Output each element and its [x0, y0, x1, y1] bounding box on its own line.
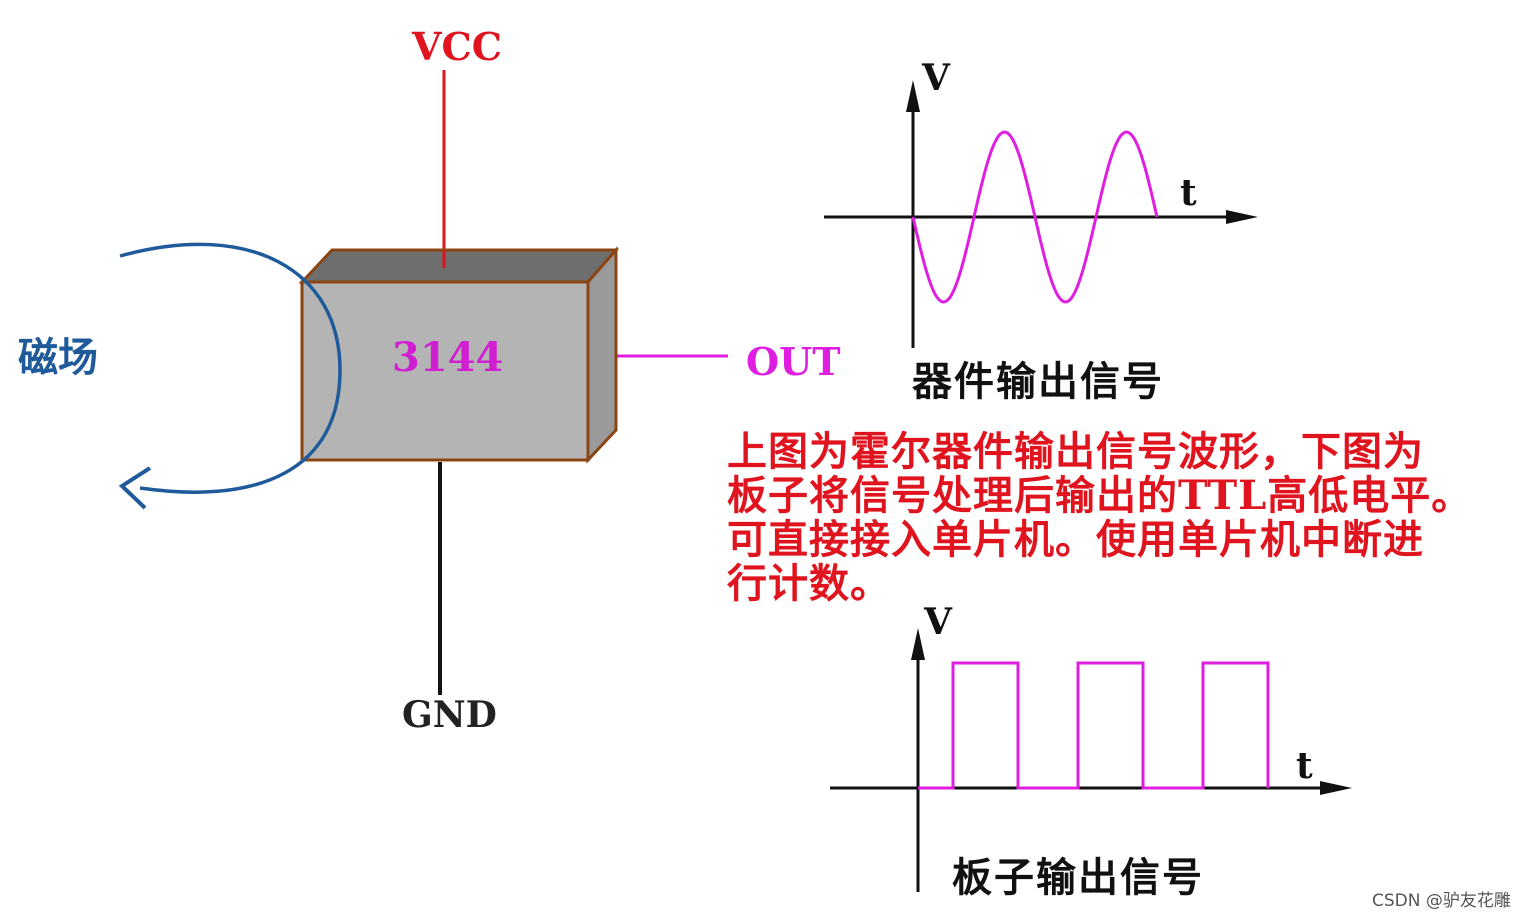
top-v-axis-arrow: [906, 80, 920, 112]
bottom-v-axis-label: V: [924, 601, 952, 643]
vcc-label: VCC: [412, 24, 502, 69]
top-wave-caption: 器件输出信号: [912, 358, 1164, 405]
magnetic-field-arc: [119, 242, 342, 494]
sensor-output-sine-wave: [911, 130, 1159, 304]
bottom-v-axis-arrow: [911, 628, 925, 660]
note-line: 上图为霍尔器件输出信号波形，下图为: [727, 428, 1424, 475]
magnetic-field-label: 磁场: [18, 334, 98, 381]
note-line: 行计数。: [727, 560, 891, 607]
bottom-wave-caption: 板子输出信号: [952, 854, 1204, 901]
note-line: 板子将信号处理后输出的TTL高低电平。: [727, 472, 1473, 519]
magnetic-field-arrowhead: [118, 466, 152, 510]
chip-top-face: [298, 248, 620, 284]
top-v-axis-label: V: [922, 57, 950, 99]
bottom-t-axis-label: t: [1296, 745, 1313, 787]
watermark: CSDN @驴友花雕: [1372, 891, 1511, 911]
gnd-label: GND: [402, 694, 497, 736]
note-line: 可直接接入单片机。使用单片机中断进: [727, 516, 1424, 563]
chip-side-face: [586, 246, 618, 464]
chip-front-face: [300, 280, 590, 462]
explanation-note: 上图为霍尔器件输出信号波形，下图为 板子将信号处理后输出的TTL高低电平。 可直…: [727, 430, 1517, 606]
board-output-square-wave: [918, 661, 1270, 790]
top-t-axis-arrow: [1226, 210, 1258, 224]
out-label: OUT: [746, 339, 841, 384]
chip-model-label: 3144: [392, 334, 504, 381]
top-t-axis-label: t: [1180, 172, 1197, 214]
bottom-t-axis-arrow: [1320, 781, 1352, 795]
